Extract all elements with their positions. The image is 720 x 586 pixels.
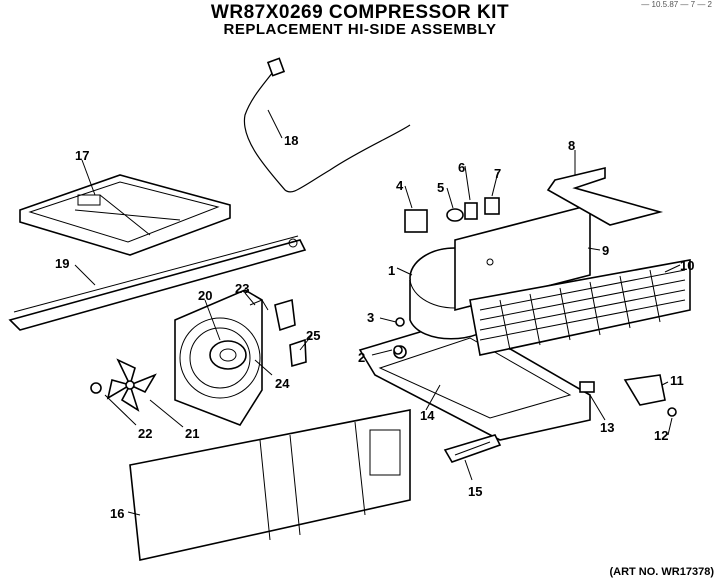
part-15-spring [443,434,502,463]
callout-8: 8 [568,138,575,153]
callout-10: 10 [680,258,694,273]
callout-6: 6 [458,160,465,175]
callout-25: 25 [306,328,320,343]
callout-18: 18 [284,133,298,148]
callout-12: 12 [654,428,668,443]
part-6-cap [464,202,478,220]
part-13-clip [579,381,595,393]
callout-24: 24 [275,376,290,391]
callout-16: 16 [110,506,124,521]
part-20-fan-motor [209,340,247,370]
part-4-relay [404,209,428,233]
part-7-cover [484,197,500,215]
diagram-subtitle: REPLACEMENT HI-SIDE ASSEMBLY [223,21,497,38]
callout-14: 14 [420,408,435,423]
part-22-nut [90,382,102,394]
callout-5: 5 [437,180,444,195]
callout-19: 19 [55,256,69,271]
part-21-fan-blade [106,358,157,412]
callout-13: 13 [600,420,614,435]
callout-23: 23 [235,281,249,296]
part-12-screw [667,407,677,417]
diagram-title: WR87X0269 COMPRESSOR KIT [210,2,510,23]
part-2-grommet [393,345,403,355]
callout-20: 20 [198,288,212,303]
part-3-grommet [395,317,405,327]
callout-17: 17 [75,148,89,163]
part-8-bracket [546,166,664,226]
callout-2: 2 [358,350,365,365]
art-number: (ART NO. WR17378) [609,566,714,578]
part-19-rail [8,235,307,331]
callout-21: 21 [185,426,199,441]
callout-3: 3 [367,310,374,325]
part-11-bracket [623,374,666,406]
callout-22: 22 [138,426,152,441]
callout-4: 4 [396,178,404,193]
part-16-access-panel [129,409,411,561]
callout-7: 7 [494,166,501,181]
part-25-clip [289,338,307,368]
callout-1: 1 [388,263,395,278]
part-10-condenser-coil [469,259,691,356]
corner-note: — 10.5.87 — 7 — 2 [641,0,712,9]
leader-lines [74,109,681,516]
callout-9: 9 [602,243,609,258]
part-5-overload [446,208,464,222]
part-18-tube [243,57,411,193]
callout-15: 15 [468,484,482,499]
callout-11: 11 [670,373,684,388]
part-17-drain-pan [19,174,231,256]
